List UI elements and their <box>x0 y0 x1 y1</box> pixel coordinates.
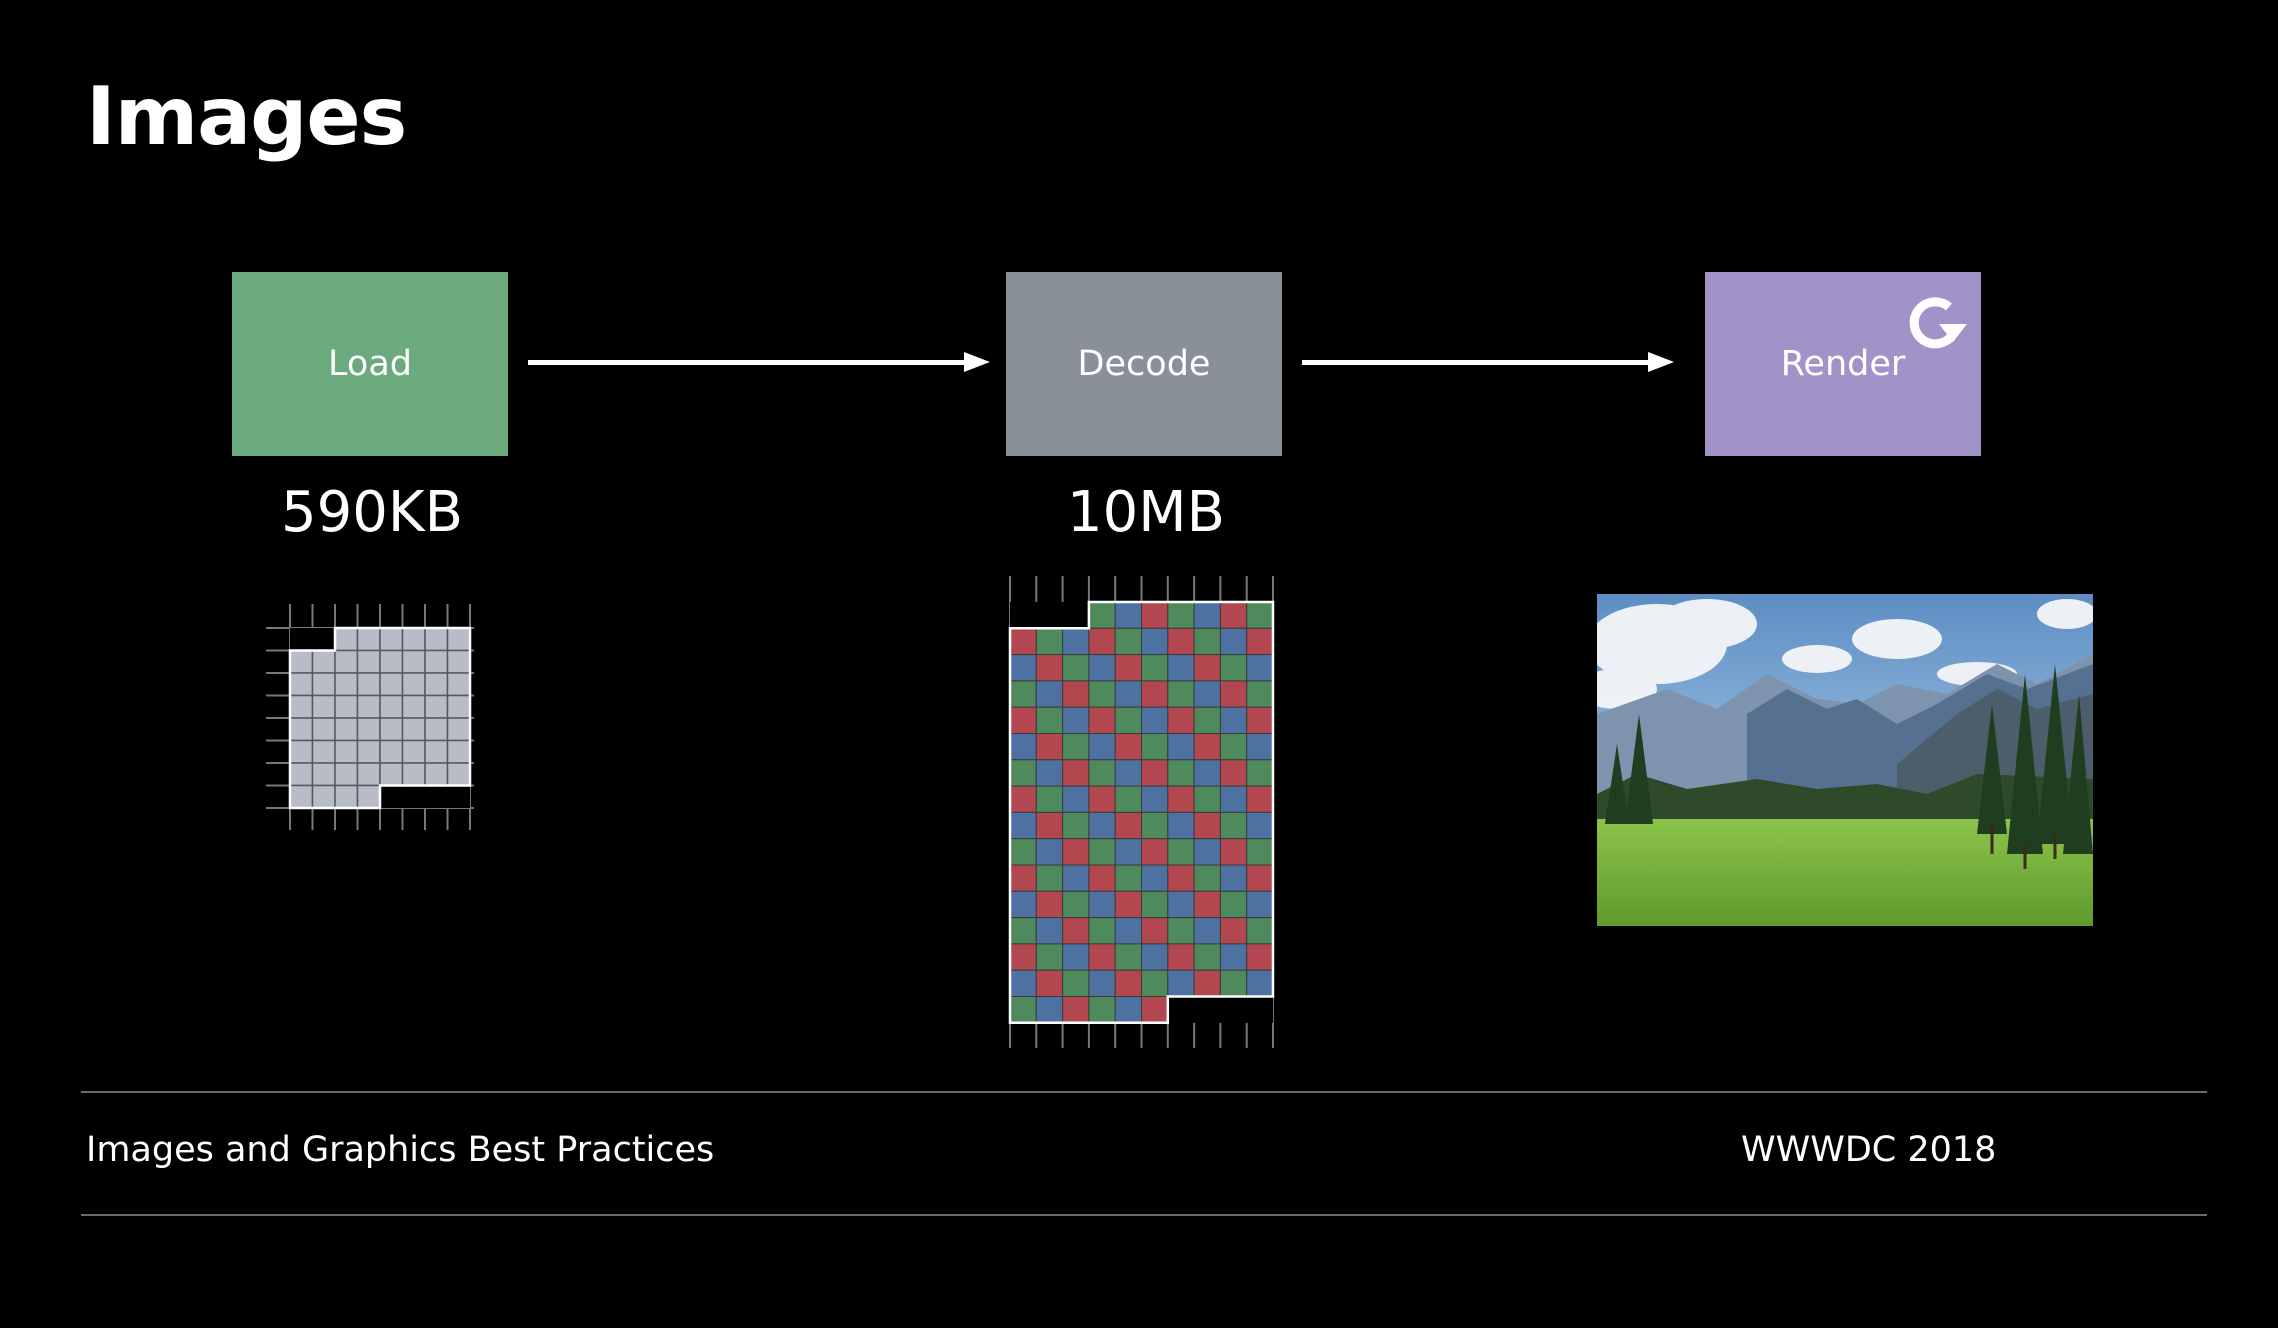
refresh-icon <box>1909 297 1967 349</box>
render-stage-box: Render <box>1705 272 1981 456</box>
decode-stage-box: Decode <box>1006 272 1282 456</box>
load-stage-label: Load <box>328 344 412 384</box>
session-title: Images and Graphics Best Practices <box>86 1130 715 1170</box>
load-stage-box: Load <box>232 272 508 456</box>
decoded-pixel-buffer <box>1008 576 1275 1048</box>
footer-top-divider <box>81 1091 2207 1093</box>
arrow-load-to-decode <box>528 352 990 372</box>
load-size-label: 590KB <box>280 480 464 545</box>
compressed-data-grid <box>266 604 474 830</box>
render-stage-label: Render <box>1780 344 1906 384</box>
footer-bottom-divider <box>81 1214 2207 1216</box>
decode-stage-label: Decode <box>1077 344 1211 384</box>
decode-size-label: 10MB <box>1067 480 1225 545</box>
arrow-decode-to-render <box>1302 352 1674 372</box>
event-label: WWWDC 2018 <box>1741 1130 1997 1170</box>
slide-title: Images <box>86 70 407 163</box>
rendered-landscape-photo <box>1597 594 2093 926</box>
